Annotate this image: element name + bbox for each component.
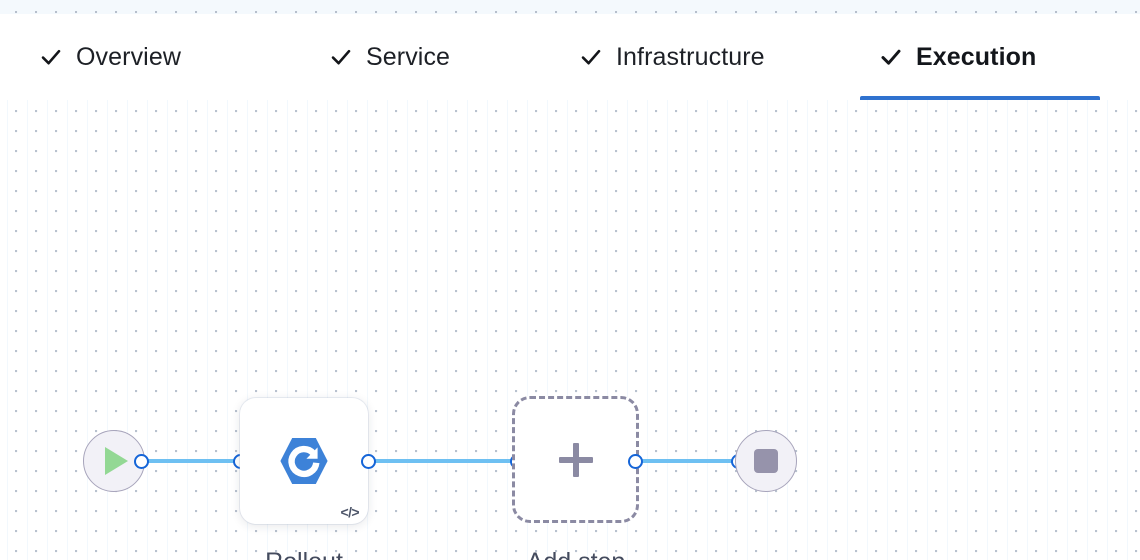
canvas-top-strip [0, 0, 1140, 14]
port-add-step-output[interactable] [628, 454, 643, 469]
pipeline-end-node[interactable] [735, 430, 797, 492]
tab-label: Infrastructure [616, 43, 765, 71]
play-icon [105, 447, 128, 475]
stop-icon [754, 449, 778, 473]
tab-label: Overview [76, 43, 181, 71]
tab-active-underline [860, 96, 1100, 100]
check-icon [40, 46, 62, 68]
rollout-deployment-icon [276, 435, 332, 487]
check-icon [330, 46, 352, 68]
tab-service[interactable]: Service [310, 14, 525, 100]
pipeline-stage-tabbar: Overview Service Infrastructure [0, 14, 1140, 100]
step-node-rollout-deployment[interactable]: </> [240, 398, 368, 524]
node-label-add-step: Add step [486, 541, 666, 560]
pipeline-canvas[interactable]: </> Rollout Deployment Add step [0, 100, 1140, 560]
node-label-rollout-deployment: Rollout Deployment [194, 541, 414, 560]
check-icon [880, 46, 902, 68]
edge-add-step-to-end[interactable] [635, 459, 740, 463]
pipeline-start-node[interactable] [83, 430, 145, 492]
check-icon [580, 46, 602, 68]
tab-label: Execution [916, 43, 1037, 71]
tab-infrastructure[interactable]: Infrastructure [560, 14, 830, 100]
port-rollout-output[interactable] [361, 454, 376, 469]
plus-icon [558, 442, 593, 477]
code-icon: </> [340, 504, 360, 520]
edge-start-to-rollout[interactable] [141, 459, 243, 463]
edge-rollout-to-add-step[interactable] [368, 459, 518, 463]
tab-execution[interactable]: Execution [860, 14, 1100, 100]
add-step-node[interactable] [512, 396, 639, 523]
port-start-output[interactable] [134, 454, 149, 469]
tab-label: Service [366, 43, 451, 71]
tab-overview[interactable]: Overview [20, 14, 260, 100]
